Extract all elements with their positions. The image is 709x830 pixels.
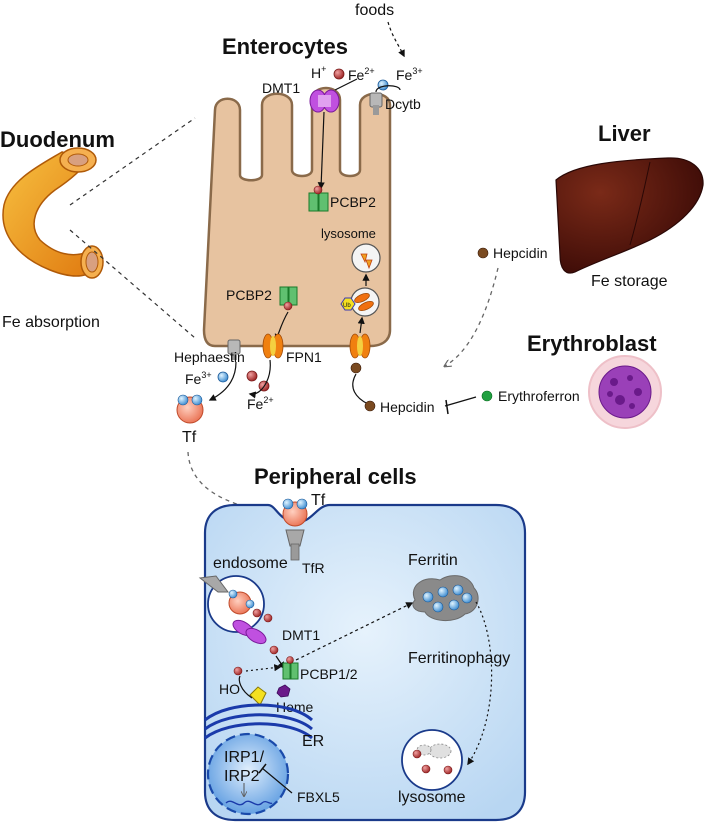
fe2-low-label: Fe2+ <box>247 395 274 412</box>
lysosome-bottom <box>401 729 463 791</box>
fe-cytosol-1 <box>269 645 279 655</box>
dmt1-transporter-top <box>309 89 340 113</box>
ferritinophagy-label: Ferritinophagy <box>408 650 510 667</box>
hephaestin <box>227 339 241 360</box>
pcbp2-lower <box>279 286 298 311</box>
erythroferron-inhibition-line <box>444 396 477 407</box>
fpn1-hepcidin-bound <box>349 333 371 374</box>
fe3-ion-low <box>217 371 229 383</box>
dmt1-transporter-peripheral <box>232 619 267 645</box>
fe2-top-label: Fe2+ <box>348 66 375 83</box>
liver-lobe-line <box>629 161 651 246</box>
foods-arrow <box>387 21 405 58</box>
hephaestin-oxidation-arrow <box>208 361 237 401</box>
fe-storage-label: Fe storage <box>591 273 668 290</box>
internalization-arrow <box>357 316 365 334</box>
fbxl5-inhibition-line <box>261 767 293 794</box>
lysosome-top-label: lysosome <box>321 226 376 241</box>
endosome <box>198 575 265 633</box>
tf-top-label: Tf <box>182 429 197 446</box>
hepcidin-main-dot <box>364 400 376 412</box>
fe2-ion-top-1 <box>333 68 345 80</box>
tfr-label: TfR <box>302 560 325 576</box>
fe-endosome-1 <box>252 608 262 618</box>
irp1-label: IRP1/ <box>224 749 265 766</box>
hepcidin-liver-dot <box>477 247 489 259</box>
ferritin-cluster <box>412 575 479 621</box>
tf-peripheral-label: Tf <box>311 492 326 509</box>
transferrin-peripheral <box>282 498 308 527</box>
lysosome-bottom-label: lysosome <box>398 789 466 806</box>
ferritinophagy-arrow <box>467 601 493 766</box>
dmt1-peripheral-label: DMT1 <box>282 627 320 643</box>
peripheral-cells-title: Peripheral cells <box>254 464 417 489</box>
dmt1-to-pcbp2-arrow <box>317 111 325 190</box>
liver-hepcidin-arrow <box>445 267 499 366</box>
dcytb-label: Dcytb <box>385 96 421 112</box>
transferrin-top <box>176 394 204 424</box>
pcbp2-upper-label: PCBP2 <box>330 194 376 210</box>
zoom-line-top <box>69 117 196 206</box>
hephaestin-label: Hephaestin <box>174 349 245 365</box>
zoom-line-bottom <box>69 229 196 339</box>
erythroblast-title: Erythroblast <box>527 331 657 356</box>
tf-circulation-arrow <box>187 451 268 512</box>
enterocytes-title: Enterocytes <box>222 34 348 59</box>
pcbp2-lower-label: PCBP2 <box>226 287 272 303</box>
fe-absorption-label: Fe absorption <box>2 314 100 331</box>
duodenum-organ <box>2 147 104 279</box>
fe3-low-label: Fe3+ <box>185 370 212 387</box>
liver-organ <box>555 157 704 274</box>
dcytb-reduction-arc <box>375 85 401 93</box>
hepcidin-liver-label: Hepcidin <box>493 245 547 261</box>
erythroferron-dot <box>481 390 493 402</box>
fe-ho <box>233 666 243 676</box>
hepcidin-main-label: Hepcidin <box>380 399 434 415</box>
fpn1-export-arrow <box>248 359 271 399</box>
enterocyte-cell <box>202 86 392 348</box>
ho-reaction-arc <box>238 675 253 699</box>
pcbp12 <box>282 656 299 680</box>
dmt1-top-label: DMT1 <box>262 80 300 96</box>
erythroferron-label: Erythroferron <box>498 388 580 404</box>
transferrin-receptor <box>285 529 305 561</box>
heme-label: Heme <box>276 699 314 715</box>
duodenum-title: Duodenum <box>0 127 115 152</box>
irp2-label: IRP2 <box>224 768 260 785</box>
endoplasmic-reticulum <box>204 703 314 740</box>
heme-molecule <box>276 684 291 698</box>
mrna-strand <box>225 800 273 806</box>
pcbp2-upper <box>308 185 329 212</box>
fe2-ion-low-1 <box>246 370 258 382</box>
lysosome-top <box>351 243 381 273</box>
fe-into-dmt1-line <box>334 78 358 91</box>
fe3-ion-top <box>377 79 389 91</box>
fe-endosome-2 <box>263 613 273 623</box>
heme-oxygenase <box>249 686 267 706</box>
dcytb-reductase <box>369 92 383 115</box>
pcbp12-label: PCBP1/2 <box>300 666 358 682</box>
erythroblast-cell <box>588 355 662 429</box>
fbxl5-inhibition-bar <box>258 763 267 774</box>
hepcidin-to-fpn1-line <box>352 373 369 405</box>
nucleus <box>206 732 290 816</box>
fpn1-label: FPN1 <box>286 349 322 365</box>
h-plus-label: H+ <box>311 64 326 81</box>
liver-title: Liver <box>598 121 651 146</box>
fpn1-exporter <box>262 333 284 359</box>
inhibition-bar <box>445 399 449 415</box>
ub-label: Ub <box>343 303 351 309</box>
foods-label: foods <box>355 2 394 19</box>
ho-fe-to-pcbp-arrow <box>245 664 282 672</box>
ubiquitinated-fpn1-vesicle <box>340 287 380 317</box>
endosome-label: endosome <box>213 555 288 572</box>
ferritin-label: Ferritin <box>408 552 458 569</box>
ho-label: HO <box>219 681 240 697</box>
fbxl5-label: FBXL5 <box>297 789 340 805</box>
er-label: ER <box>302 733 324 750</box>
fe3-top-label: Fe3+ <box>396 66 423 83</box>
